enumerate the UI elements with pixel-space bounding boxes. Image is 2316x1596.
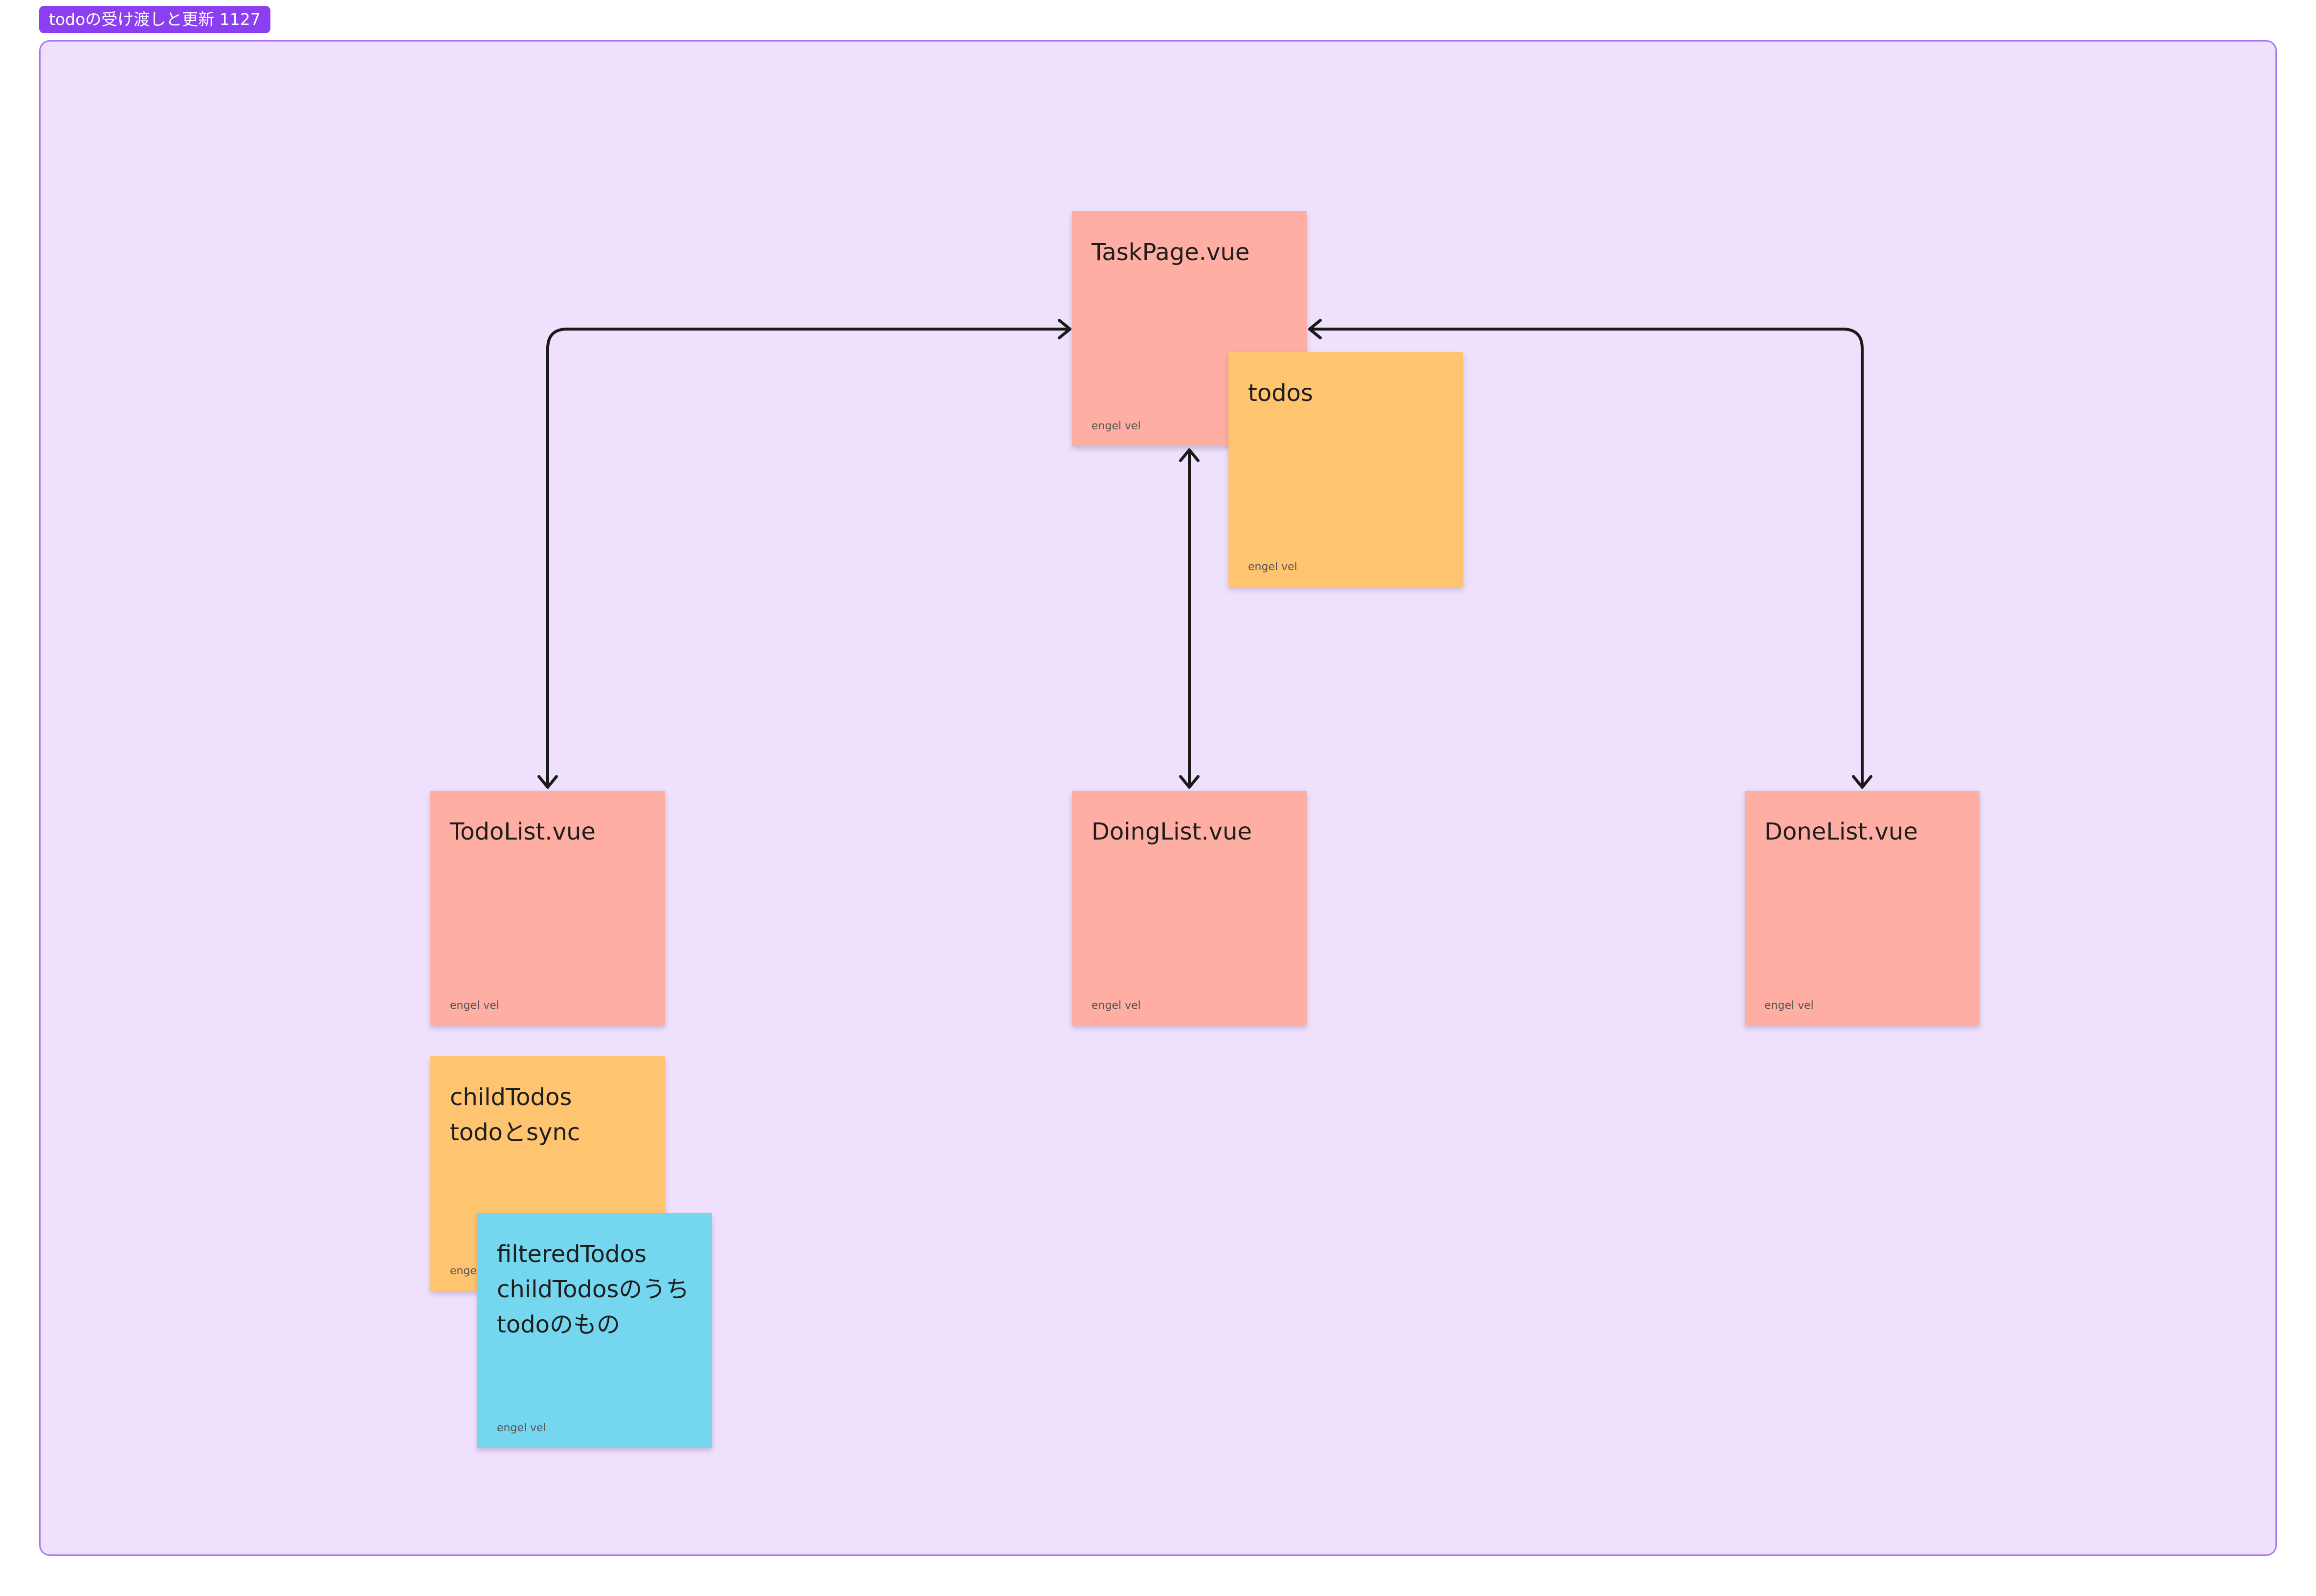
connector-taskpage-todolist[interactable] xyxy=(546,328,1071,789)
sticky-filteredtodos[interactable]: filteredTodos childTodosのうち todoのもの enge… xyxy=(477,1213,712,1448)
sticky-text: todos xyxy=(1248,379,1314,407)
sticky-author: engel vel xyxy=(1091,999,1141,1012)
sticky-author: engel vel xyxy=(497,1422,546,1434)
sticky-author: engel vel xyxy=(450,999,499,1012)
sticky-author: engel vel xyxy=(1091,420,1141,432)
sticky-text: DoneList.vue xyxy=(1764,818,1918,845)
sticky-text: filteredTodos childTodosのうち todoのもの xyxy=(497,1241,690,1338)
section-title[interactable]: todoの受け渡しと更新 1127 xyxy=(39,6,270,33)
sticky-taskpage[interactable]: TaskPage.vue engel vel xyxy=(1072,211,1307,446)
sticky-text: TodoList.vue xyxy=(450,818,596,845)
arrowhead-taskpage-left xyxy=(1058,319,1071,339)
sticky-text: childTodos todoとsync xyxy=(450,1084,580,1146)
arrowhead-taskpage-right xyxy=(1308,319,1322,339)
sticky-doinglist[interactable]: DoingList.vue engel vel xyxy=(1072,791,1307,1025)
arrowhead-donelist-top xyxy=(1852,775,1872,789)
sticky-todos[interactable]: todos engel vel xyxy=(1228,352,1463,587)
sticky-donelist[interactable]: DoneList.vue engel vel xyxy=(1745,791,1980,1025)
sticky-author: engel vel xyxy=(1764,999,1814,1012)
sticky-text: DoingList.vue xyxy=(1091,818,1252,845)
sticky-author: engel vel xyxy=(1248,561,1297,573)
arrowhead-todolist-top xyxy=(537,775,558,789)
arrowhead-taskpage-bottom xyxy=(1179,448,1200,462)
connector-taskpage-donelist[interactable] xyxy=(1308,328,1864,789)
sticky-text: TaskPage.vue xyxy=(1091,239,1250,266)
sticky-todolist[interactable]: TodoList.vue engel vel xyxy=(430,791,665,1025)
arrowhead-doinglist-top xyxy=(1179,775,1200,789)
